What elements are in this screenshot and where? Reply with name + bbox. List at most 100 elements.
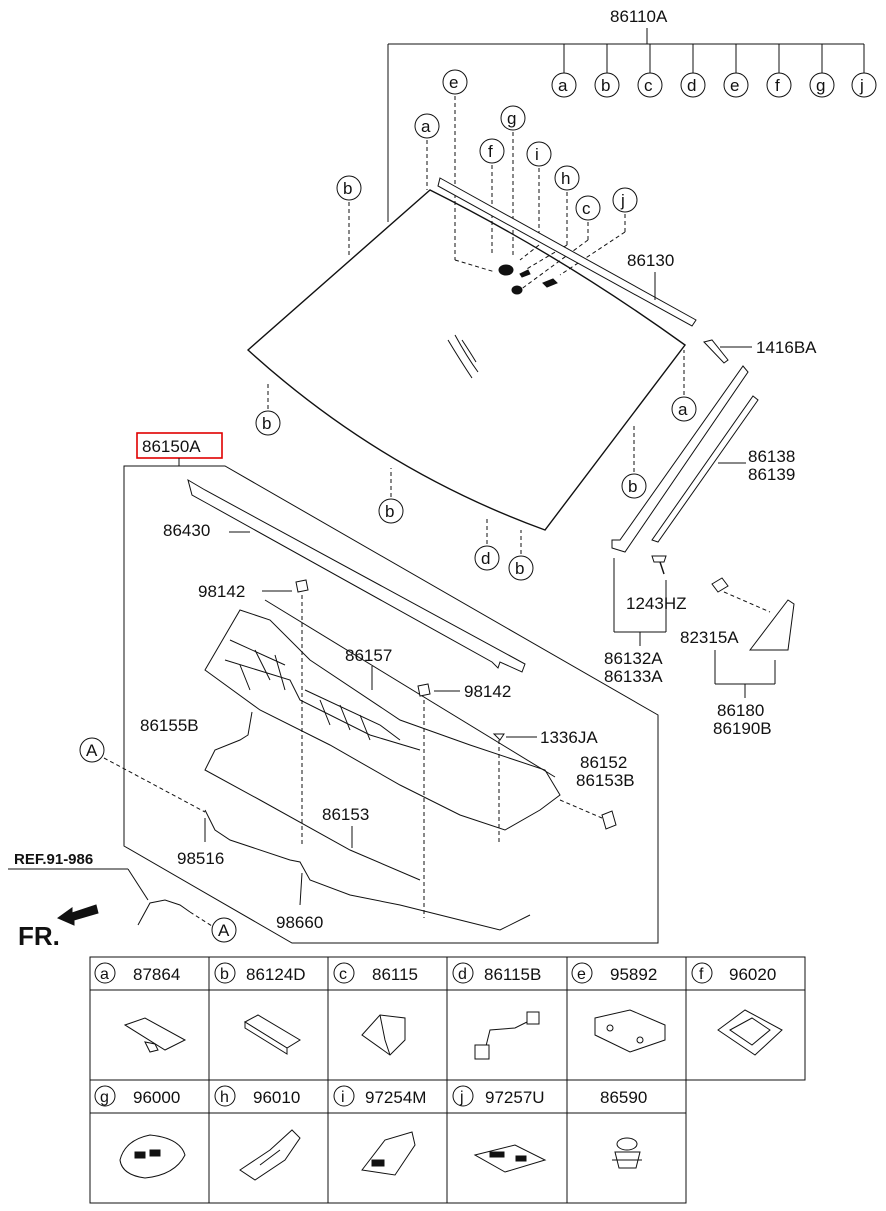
ref-91-986-link[interactable]: REF.91-986 bbox=[14, 851, 93, 868]
svg-text:b: b bbox=[515, 559, 524, 578]
svg-text:i: i bbox=[535, 145, 539, 164]
assembly-86150A: 86150A bbox=[123, 432, 659, 944]
label-82315A[interactable]: 82315A bbox=[680, 628, 739, 647]
thumb-96010 bbox=[239, 1129, 301, 1181]
label-86150A[interactable]: 86150A bbox=[142, 437, 201, 456]
part-86157-cowl-panel: 86157 bbox=[204, 599, 561, 831]
thumb-97257U bbox=[473, 1144, 547, 1173]
label-86430[interactable]: 86430 bbox=[163, 521, 210, 540]
front-direction-label: FR. bbox=[18, 921, 60, 951]
thumb-95892 bbox=[594, 1009, 666, 1053]
part-82315A-cover: 82315A 86180 86190B bbox=[680, 577, 795, 738]
part-98142-nozzles: 98142 98142 bbox=[198, 579, 511, 918]
svg-text:b: b bbox=[262, 414, 271, 433]
table-part-86115[interactable]: 86115 bbox=[372, 965, 418, 984]
table-part-86124D[interactable]: 86124D bbox=[246, 965, 306, 984]
part-side-moldings: 86138 86139 86132A 86133A bbox=[604, 365, 795, 686]
ref-and-direction: REF.91-986 A FR. bbox=[8, 851, 237, 951]
part-1336JA-clip: 1336JA bbox=[492, 728, 598, 845]
thumb-86590 bbox=[612, 1137, 642, 1169]
callout-A-bottom: A bbox=[218, 921, 230, 940]
table-cell-c: c 86115 bbox=[333, 962, 418, 984]
label-98142-right[interactable]: 98142 bbox=[464, 682, 511, 701]
callout-e: e bbox=[730, 76, 739, 95]
callout-j: j bbox=[859, 76, 864, 95]
label-86157[interactable]: 86157 bbox=[345, 646, 392, 665]
table-cell-i: i 97254M bbox=[333, 1085, 426, 1107]
table-part-95892[interactable]: 95892 bbox=[610, 965, 657, 984]
part-86430-seal: 86430 bbox=[163, 478, 526, 673]
table-part-97257U[interactable]: 97257U bbox=[485, 1088, 545, 1107]
label-1243HZ[interactable]: 1243HZ bbox=[626, 594, 686, 613]
svg-text:d: d bbox=[458, 966, 467, 983]
svg-text:h: h bbox=[220, 1089, 229, 1106]
svg-text:d: d bbox=[481, 549, 490, 568]
svg-text:e: e bbox=[449, 73, 458, 92]
callout-c: c bbox=[644, 76, 653, 95]
assembly-86110A-bracket: 86110A a b c d e f g j bbox=[387, 7, 877, 222]
svg-text:i: i bbox=[341, 1089, 345, 1106]
svg-text:g: g bbox=[100, 1089, 109, 1106]
table-part-96010[interactable]: 96010 bbox=[253, 1088, 300, 1107]
svg-text:c: c bbox=[582, 199, 591, 218]
part-86153-hose: 86153 A 98516 98660 bbox=[79, 737, 531, 932]
part-86155B-hose: 86155B bbox=[140, 711, 421, 881]
label-86139[interactable]: 86139 bbox=[748, 465, 795, 484]
table-cell-h: h 96010 bbox=[214, 1085, 300, 1107]
svg-text:e: e bbox=[577, 966, 586, 983]
label-86130[interactable]: 86130 bbox=[627, 251, 674, 270]
table-cell-a: a 87864 bbox=[94, 962, 180, 984]
svg-text:g: g bbox=[507, 109, 516, 128]
svg-text:c: c bbox=[339, 966, 347, 983]
label-98142-left[interactable]: 98142 bbox=[198, 582, 245, 601]
table-part-86115B[interactable]: 86115B bbox=[484, 965, 541, 984]
label-86153B[interactable]: 86153B bbox=[576, 771, 635, 790]
label-86138[interactable]: 86138 bbox=[748, 447, 795, 466]
table-part-86590[interactable]: 86590 bbox=[600, 1088, 647, 1107]
thumb-86124D bbox=[244, 1014, 301, 1055]
thumb-86115B bbox=[474, 1011, 540, 1060]
part-86130-molding: 86130 bbox=[437, 177, 697, 327]
callout-A-top: A bbox=[86, 741, 98, 760]
label-86180[interactable]: 86180 bbox=[717, 701, 764, 720]
table-cell-j: j 97257U bbox=[452, 1085, 545, 1107]
svg-text:a: a bbox=[100, 966, 109, 983]
table-cell-g: g 96000 bbox=[94, 1085, 180, 1107]
label-86133A[interactable]: 86133A bbox=[604, 667, 663, 686]
label-86190B[interactable]: 86190B bbox=[713, 719, 772, 738]
label-1416BA[interactable]: 1416BA bbox=[756, 338, 817, 357]
table-part-96000[interactable]: 96000 bbox=[133, 1088, 180, 1107]
svg-text:h: h bbox=[561, 169, 570, 188]
thumb-97254M bbox=[361, 1131, 416, 1176]
label-86155B[interactable]: 86155B bbox=[140, 716, 199, 735]
thumb-86115 bbox=[361, 1014, 406, 1056]
svg-text:b: b bbox=[220, 966, 229, 983]
windshield-glass bbox=[246, 189, 686, 531]
label-1336JA[interactable]: 1336JA bbox=[540, 728, 598, 747]
label-86153[interactable]: 86153 bbox=[322, 805, 369, 824]
thumb-96000 bbox=[119, 1134, 186, 1179]
table-cell-d: d 86115B bbox=[452, 962, 541, 984]
callout-f: f bbox=[775, 76, 780, 95]
label-98516[interactable]: 98516 bbox=[177, 849, 224, 868]
label-86132A[interactable]: 86132A bbox=[604, 649, 663, 668]
label-98660[interactable]: 98660 bbox=[276, 913, 323, 932]
callout-g: g bbox=[816, 76, 825, 95]
table-part-96020[interactable]: 96020 bbox=[729, 965, 776, 984]
svg-text:a: a bbox=[678, 400, 688, 419]
table-part-87864[interactable]: 87864 bbox=[133, 965, 180, 984]
highlight-86150A-box[interactable] bbox=[136, 432, 223, 459]
parts-table: a 87864 b 86124D c 86115 d 86115B e 9589… bbox=[89, 956, 806, 1204]
label-86110A[interactable]: 86110A bbox=[610, 7, 668, 26]
thumb-96020 bbox=[717, 1009, 783, 1056]
table-part-97254M[interactable]: 97254M bbox=[365, 1088, 426, 1107]
svg-text:f: f bbox=[488, 142, 493, 161]
table-cell-b: b 86124D bbox=[214, 962, 306, 984]
label-86152[interactable]: 86152 bbox=[580, 753, 627, 772]
front-arrow-icon bbox=[56, 904, 99, 926]
part-1416BA-clip: 1416BA bbox=[703, 338, 817, 364]
thumb-87864 bbox=[123, 1017, 187, 1053]
svg-text:b: b bbox=[628, 477, 637, 496]
svg-text:b: b bbox=[343, 179, 352, 198]
